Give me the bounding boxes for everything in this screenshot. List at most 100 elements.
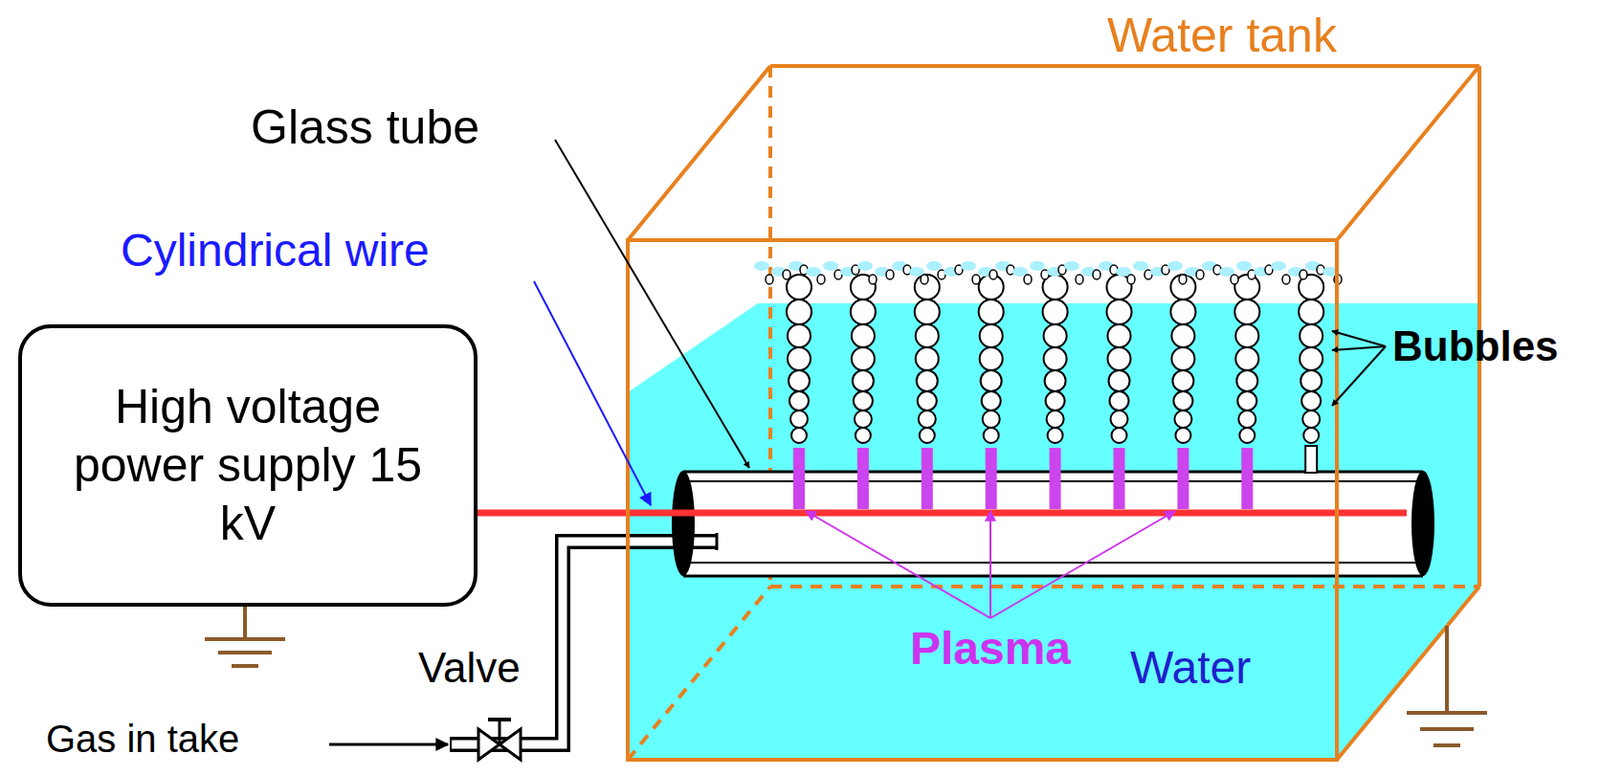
- bubble: [1044, 324, 1067, 348]
- bubble: [1299, 324, 1323, 348]
- bubble: [788, 370, 810, 392]
- foam-bubble: [868, 274, 877, 285]
- foam-bubble: [1092, 269, 1101, 280]
- bubble: [1299, 347, 1323, 371]
- plasma-bar: [793, 447, 805, 510]
- plasma-bar: [1177, 447, 1189, 510]
- bubble: [1108, 347, 1132, 371]
- bubbles-leaders: [1332, 331, 1386, 406]
- bubble: [1235, 324, 1259, 348]
- bubble: [980, 370, 1002, 392]
- valve-symbol: [478, 719, 521, 760]
- foam-bubble: [920, 274, 929, 285]
- foam: [754, 261, 770, 271]
- foam: [1167, 261, 1183, 271]
- bubble: [1046, 410, 1065, 428]
- foam: [822, 261, 839, 271]
- pipe-end: [715, 533, 719, 551]
- bubble: [914, 299, 940, 325]
- valve-label: Valve: [418, 644, 521, 693]
- power-supply-box: High voltage power supply 15 kV: [18, 324, 478, 607]
- bubble-columns: [754, 261, 1342, 444]
- foam: [1270, 261, 1287, 271]
- foam: [1064, 261, 1080, 271]
- plasma-bar: [1241, 447, 1253, 510]
- ground-symbol: [204, 606, 286, 667]
- bubble: [789, 391, 809, 411]
- wire-label: Cylindrical wire: [120, 223, 430, 277]
- bubble: [915, 347, 939, 371]
- foam: [926, 261, 942, 271]
- bubble: [851, 347, 875, 371]
- bubbles-label: Bubbles: [1392, 322, 1559, 372]
- tube-end: [671, 470, 695, 577]
- gas-pipe-inner: [451, 541, 716, 745]
- high-voltage-wire: [477, 510, 1407, 517]
- bubble: [1238, 410, 1256, 428]
- plasma-bar: [921, 447, 934, 510]
- bubble: [1301, 391, 1321, 411]
- bubble: [918, 410, 936, 428]
- bubble: [790, 410, 808, 428]
- plasma-leaders: [805, 511, 1176, 619]
- foam-bubble: [989, 269, 998, 280]
- foam: [1029, 261, 1045, 271]
- bubble: [1175, 427, 1191, 444]
- foam: [1133, 261, 1149, 271]
- bubble: [1108, 324, 1132, 348]
- bubble: [787, 324, 811, 348]
- bubble: [1043, 299, 1068, 325]
- foam: [857, 261, 873, 271]
- bubble: [851, 324, 875, 348]
- wire-leader: [533, 281, 651, 506]
- bubble: [914, 274, 940, 300]
- gas-intake-label: Gas in take: [45, 716, 240, 761]
- bubble: [1237, 391, 1257, 411]
- bubble: [1298, 299, 1324, 325]
- gas-pipe: [449, 541, 718, 745]
- plasma-bar: [985, 447, 998, 510]
- ground-symbol: [1406, 625, 1488, 746]
- water-fill: [627, 303, 1480, 760]
- bubble: [915, 324, 939, 348]
- bubble: [1303, 427, 1319, 444]
- bubble: [791, 427, 807, 444]
- bubble: [979, 347, 1003, 371]
- bubble: [983, 427, 1000, 444]
- bubble: [1235, 347, 1259, 371]
- bubble: [919, 427, 935, 444]
- bubble: [1174, 410, 1192, 428]
- bubble: [1170, 299, 1196, 325]
- plasma-label: Plasma: [910, 622, 1071, 675]
- bubble: [1044, 347, 1067, 371]
- bubble: [1239, 427, 1255, 444]
- foam-bubble: [1127, 274, 1135, 285]
- bubble: [787, 347, 811, 371]
- bubble: [1170, 274, 1196, 300]
- bubble: [1236, 370, 1258, 392]
- foam-bubble: [817, 274, 825, 285]
- foam-bubble: [886, 269, 894, 280]
- bubble: [1234, 299, 1260, 325]
- bubble: [1300, 370, 1322, 392]
- water-tank-outline: [627, 66, 1480, 760]
- tube-label: Glass tube: [250, 100, 480, 156]
- plasma-bar: [1113, 447, 1126, 510]
- foam-bubble: [972, 274, 980, 285]
- foam-bubble: [1196, 269, 1204, 280]
- bubble: [1173, 391, 1193, 411]
- plasma-discharges: [793, 445, 1317, 510]
- bubble: [1047, 427, 1064, 444]
- bubble: [1171, 347, 1195, 371]
- bubble: [917, 391, 937, 411]
- water-label: Water: [1130, 641, 1251, 694]
- foam-bubble: [1178, 274, 1187, 285]
- bubble: [982, 410, 1000, 428]
- bubble: [853, 391, 873, 411]
- foam-bubble: [782, 269, 791, 280]
- bubble: [850, 299, 876, 325]
- glass-tube-leader: [555, 139, 750, 468]
- bubble: [1107, 299, 1133, 325]
- bubble: [1110, 391, 1130, 411]
- bubble: [786, 274, 812, 300]
